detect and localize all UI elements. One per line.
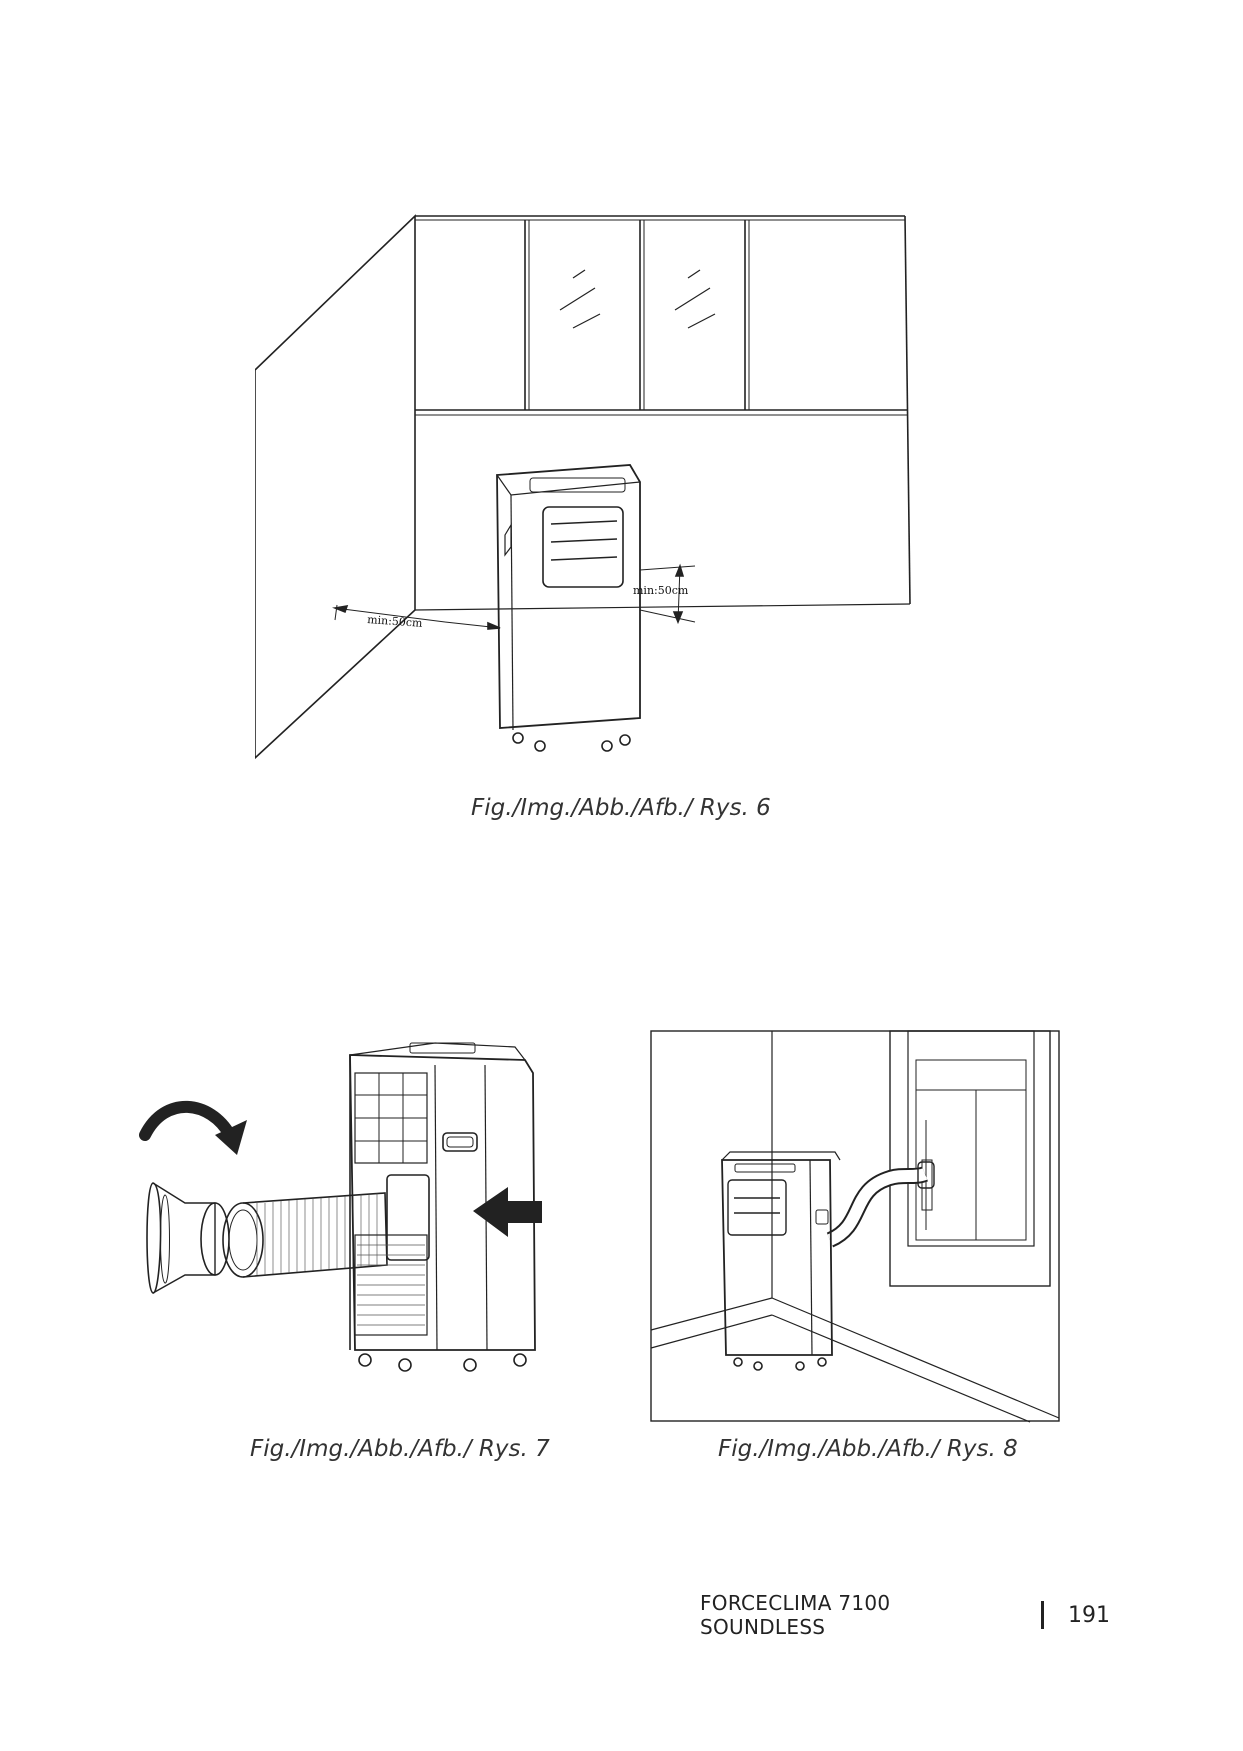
figure-7-hose-attachment bbox=[139, 1042, 542, 1372]
figure-6-caption: Fig./Img./Abb./Afb./ Rys. 6 bbox=[471, 795, 771, 821]
insert-arrow-icon bbox=[473, 1187, 542, 1237]
figure-8-caption: Fig./Img./Abb./Afb./ Rys. 8 bbox=[718, 1436, 1018, 1462]
figure-8-installed-unit bbox=[650, 1030, 1060, 1423]
side-clearance-label: min:50cm bbox=[367, 613, 424, 630]
page-number: 191 bbox=[1068, 1602, 1110, 1628]
figure-6-room-clearance: min:50cm min:50cm bbox=[255, 214, 911, 760]
product-name: FORCECLIMA 7100 SOUNDLESS bbox=[700, 1591, 891, 1639]
back-clearance-label: min:50cm bbox=[633, 584, 689, 597]
page-footer: FORCECLIMA 7100 SOUNDLESS 191 bbox=[700, 1591, 1110, 1639]
footer-divider bbox=[1041, 1601, 1044, 1629]
figure-7-caption: Fig./Img./Abb./Afb./ Rys. 7 bbox=[250, 1436, 550, 1462]
